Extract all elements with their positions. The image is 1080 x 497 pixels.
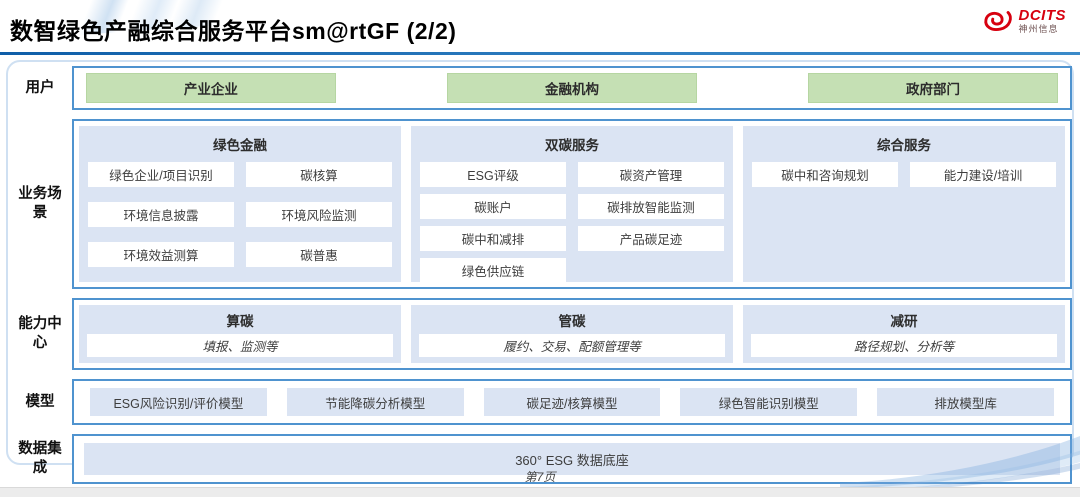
user-box-government: 政府部门 xyxy=(808,73,1058,103)
row-label-scenarios: 业务场景 xyxy=(18,186,62,221)
scenario-item: 碳核算 xyxy=(246,162,392,187)
capability-detail: 路径规划、分析等 xyxy=(751,334,1057,357)
scenario-item: 产品碳足迹 xyxy=(578,226,724,251)
page-title: 数智绿色产融综合服务平台sm@rtGF (2/2) xyxy=(10,18,457,44)
row-label-models: 模型 xyxy=(25,393,55,410)
row-capability-center: 能力中心 算碳 填报、监测等 管碳 履约、交易、配额管理等 减研 路径规划、分析… xyxy=(8,298,1072,370)
capability-detail: 填报、监测等 xyxy=(87,334,393,357)
row-business-scenarios: 业务场景 绿色金融 绿色企业/项目识别 碳核算 环境信息披露 环境风险监测 环境… xyxy=(8,119,1072,289)
comprehensive-items: 碳中和咨询规划 能力建设/培训 xyxy=(752,162,1056,187)
panel-dual-carbon-services: 双碳服务 ESG评级 碳资产管理 碳账户 碳排放智能监测 碳中和减排 产品碳足迹… xyxy=(411,126,733,283)
panel-title-comprehensive: 综合服务 xyxy=(877,138,931,153)
bottom-gray-bar xyxy=(0,487,1080,497)
scenario-item: 碳普惠 xyxy=(246,242,392,267)
capability-calc-carbon: 算碳 填报、监测等 xyxy=(79,305,401,363)
row-label-capabilities: 能力中心 xyxy=(18,316,62,351)
data-base-box: 360° ESG 数据底座 xyxy=(84,443,1060,475)
model-box: ESG风险识别/评价模型 xyxy=(90,388,267,416)
data-container: 360° ESG 数据底座 xyxy=(72,434,1072,484)
panel-comprehensive-services: 综合服务 碳中和咨询规划 能力建设/培训 xyxy=(743,126,1065,282)
scenario-item: 碳中和咨询规划 xyxy=(752,162,898,187)
scenario-item: 碳排放智能监测 xyxy=(578,194,724,219)
scenario-item: 绿色企业/项目识别 xyxy=(88,162,234,187)
scenario-item: 环境风险监测 xyxy=(246,202,392,227)
row-label-data: 数据集成 xyxy=(18,441,62,476)
model-box: 节能降碳分析模型 xyxy=(286,388,464,416)
scenario-item: 绿色供应链 xyxy=(420,258,566,283)
model-box: 绿色智能识别模型 xyxy=(680,388,858,416)
models-container: ESG风险识别/评价模型 节能降碳分析模型 碳足迹/核算模型 绿色智能识别模型 … xyxy=(72,379,1072,425)
scenario-item: 碳账户 xyxy=(420,194,566,219)
model-box: 排放模型库 xyxy=(877,388,1054,416)
row-label-users: 用户 xyxy=(25,79,55,96)
title-divider xyxy=(0,52,1080,55)
capability-reduce-research: 减研 路径规划、分析等 xyxy=(743,305,1065,363)
row-models: 模型 ESG风险识别/评价模型 节能降碳分析模型 碳足迹/核算模型 绿色智能识别… xyxy=(8,379,1072,425)
user-box-industry: 产业企业 xyxy=(86,73,336,103)
scenarios-container: 绿色金融 绿色企业/项目识别 碳核算 环境信息披露 环境风险监测 环境效益测算 … xyxy=(72,119,1072,289)
capability-title: 管碳 xyxy=(558,314,586,329)
logo-text: DCITS 神州信息 xyxy=(1019,8,1067,34)
scenario-item: 碳资产管理 xyxy=(578,162,724,187)
row-users: 用户 产业企业 金融机构 政府部门 xyxy=(8,66,1072,110)
logo-brand: DCITS xyxy=(1018,7,1066,24)
capability-detail: 履约、交易、配额管理等 xyxy=(419,334,725,357)
logo-subbrand: 神州信息 xyxy=(1018,24,1059,34)
dcits-swirl-icon xyxy=(980,8,1014,34)
header: 数智绿色产融综合服务平台sm@rtGF (2/2) DCITS 神州信息 xyxy=(0,0,1080,52)
panel-green-finance: 绿色金融 绿色企业/项目识别 碳核算 环境信息披露 环境风险监测 环境效益测算 … xyxy=(79,126,401,282)
panel-title-green-finance: 绿色金融 xyxy=(213,138,267,153)
green-finance-items: 绿色企业/项目识别 碳核算 环境信息披露 环境风险监测 环境效益测算 碳普惠 xyxy=(88,162,392,267)
page-number: 第7页 xyxy=(524,470,556,484)
user-box-finance: 金融机构 xyxy=(447,73,697,103)
scenario-item: 环境信息披露 xyxy=(88,202,234,227)
users-container: 产业企业 金融机构 政府部门 xyxy=(72,66,1072,110)
capabilities-container: 算碳 填报、监测等 管碳 履约、交易、配额管理等 减研 路径规划、分析等 xyxy=(72,298,1072,370)
scenario-item: ESG评级 xyxy=(420,162,566,187)
row-data-integration: 数据集成 360° ESG 数据底座 xyxy=(8,434,1072,484)
dual-carbon-items: ESG评级 碳资产管理 碳账户 碳排放智能监测 碳中和减排 产品碳足迹 绿色供应… xyxy=(420,162,724,283)
capability-manage-carbon: 管碳 履约、交易、配额管理等 xyxy=(411,305,733,363)
architecture-diagram: 用户 产业企业 金融机构 政府部门 业务场景 绿色金融 绿色企业/项目识别 碳核… xyxy=(8,66,1072,484)
model-box: 碳足迹/核算模型 xyxy=(483,388,661,416)
scenario-item: 能力建设/培训 xyxy=(910,162,1056,187)
capability-title: 减研 xyxy=(890,314,918,329)
scenario-item: 环境效益测算 xyxy=(88,242,234,267)
capability-title: 算碳 xyxy=(226,314,254,329)
scenario-item: 碳中和减排 xyxy=(420,226,566,251)
company-logo: DCITS 神州信息 xyxy=(980,8,1067,34)
bottom-swirl-decoration xyxy=(840,421,1080,491)
panel-title-dual-carbon: 双碳服务 xyxy=(545,138,599,153)
